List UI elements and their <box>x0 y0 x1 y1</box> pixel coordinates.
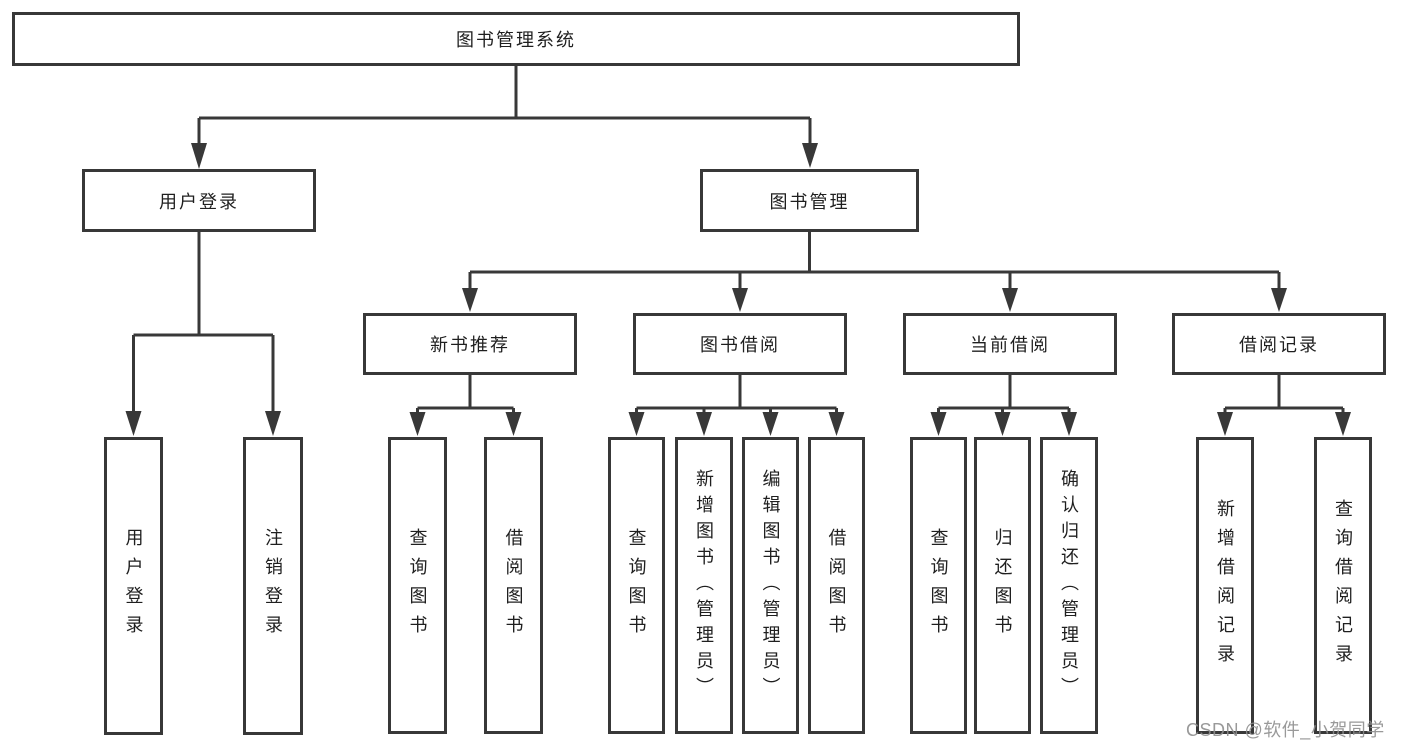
leaf-current-query-book: 查询图书 <box>910 437 967 734</box>
node-user-login: 用户登录 <box>82 169 316 232</box>
leaf-borrow-query-book: 查询图书 <box>608 437 665 734</box>
node-borrow-records: 借阅记录 <box>1172 313 1386 375</box>
leaf-recommend-borrow-book: 借阅图书 <box>484 437 543 734</box>
node-new-book-recommend: 新书推荐 <box>363 313 577 375</box>
leaf-user-login: 用户登录 <box>104 437 163 735</box>
node-current-borrow: 当前借阅 <box>903 313 1117 375</box>
node-book-management: 图书管理 <box>700 169 919 232</box>
leaf-confirm-return-admin: 确认归还（管理员） <box>1040 437 1098 734</box>
node-book-borrow: 图书借阅 <box>633 313 847 375</box>
watermark: CSDN @软件_小贺同学 <box>1186 720 1385 740</box>
leaf-logout: 注销登录 <box>243 437 303 735</box>
leaf-query-borrow-record: 查询借阅记录 <box>1314 437 1372 734</box>
leaf-borrow-book: 借阅图书 <box>808 437 865 734</box>
leaf-recommend-query-book: 查询图书 <box>388 437 447 734</box>
leaf-edit-book-admin: 编辑图书（管理员） <box>742 437 799 734</box>
leaf-add-borrow-record: 新增借阅记录 <box>1196 437 1254 734</box>
node-library-system: 图书管理系统 <box>12 12 1020 66</box>
leaf-return-book: 归还图书 <box>974 437 1031 734</box>
leaf-add-book-admin: 新增图书（管理员） <box>675 437 733 734</box>
